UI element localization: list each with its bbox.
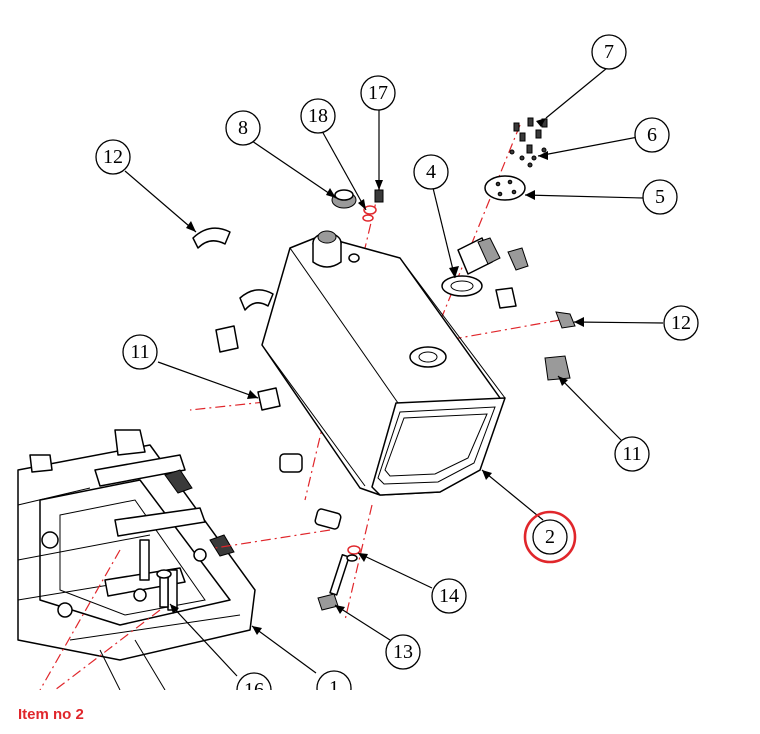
callout-11-right-label: 11 bbox=[622, 443, 641, 465]
callout-2-label: 2 bbox=[545, 526, 555, 548]
callout-11-left-label: 11 bbox=[130, 341, 149, 363]
callout-2: 2 bbox=[523, 510, 577, 564]
filler-cap-8 bbox=[331, 189, 357, 209]
fuel-tank bbox=[261, 230, 506, 496]
callout-8-label: 8 bbox=[238, 117, 248, 139]
strap-12-right bbox=[507, 247, 576, 329]
callout-7: 7 bbox=[591, 34, 627, 70]
frame-assembly bbox=[17, 429, 256, 690]
callout-4: 4 bbox=[413, 154, 449, 190]
bolt-17 bbox=[374, 189, 384, 203]
gasket-4 bbox=[441, 275, 483, 297]
leader-lines bbox=[124, 67, 664, 677]
item-caption: Item no 2 bbox=[18, 706, 84, 723]
callout-7-label: 7 bbox=[604, 41, 614, 63]
callout-6: 6 bbox=[634, 117, 670, 153]
highlight-ring bbox=[523, 510, 577, 564]
callout-12-left-label: 12 bbox=[103, 146, 123, 168]
pads-11 bbox=[215, 287, 571, 530]
callout-6-label: 6 bbox=[647, 124, 657, 146]
callout-5: 5 bbox=[642, 179, 678, 215]
sender-plate-5 bbox=[484, 175, 526, 201]
washers-6 bbox=[509, 147, 547, 168]
callout-16-label: 16 bbox=[244, 679, 264, 690]
callout-14-label: 14 bbox=[439, 585, 459, 607]
callout-17: 17 bbox=[360, 75, 396, 111]
callout-18: 18 bbox=[300, 98, 336, 134]
callout-17-label: 17 bbox=[368, 82, 388, 104]
callout-12-right-label: 12 bbox=[671, 312, 691, 334]
callout-8: 8 bbox=[225, 110, 261, 146]
callout-12-right: 12 bbox=[663, 305, 699, 341]
callout-13: 13 bbox=[385, 634, 421, 670]
seal-14 bbox=[346, 545, 361, 562]
callout-13-label: 13 bbox=[393, 641, 413, 663]
fuel-pump bbox=[457, 237, 501, 275]
washer-18 bbox=[362, 205, 377, 222]
exploded-parts-diagram: 7 6 5 4 8 18 17 12 12 11 11 2 bbox=[17, 34, 699, 690]
bolt-16 bbox=[156, 569, 172, 608]
screws-7 bbox=[513, 117, 548, 154]
callout-14: 14 bbox=[431, 578, 467, 614]
callout-11-left: 11 bbox=[122, 334, 158, 370]
callout-18-label: 18 bbox=[308, 105, 328, 127]
strap-12-left bbox=[192, 227, 274, 311]
callout-16: 16 bbox=[236, 672, 272, 690]
callout-12-left: 12 bbox=[95, 139, 131, 175]
drain-valve-13 bbox=[317, 553, 350, 611]
callout-1: 1 bbox=[316, 670, 352, 690]
callout-4-label: 4 bbox=[426, 161, 436, 183]
callout-5-label: 5 bbox=[655, 186, 665, 208]
callout-11-right: 11 bbox=[614, 436, 650, 472]
callout-1-label: 1 bbox=[329, 677, 339, 690]
